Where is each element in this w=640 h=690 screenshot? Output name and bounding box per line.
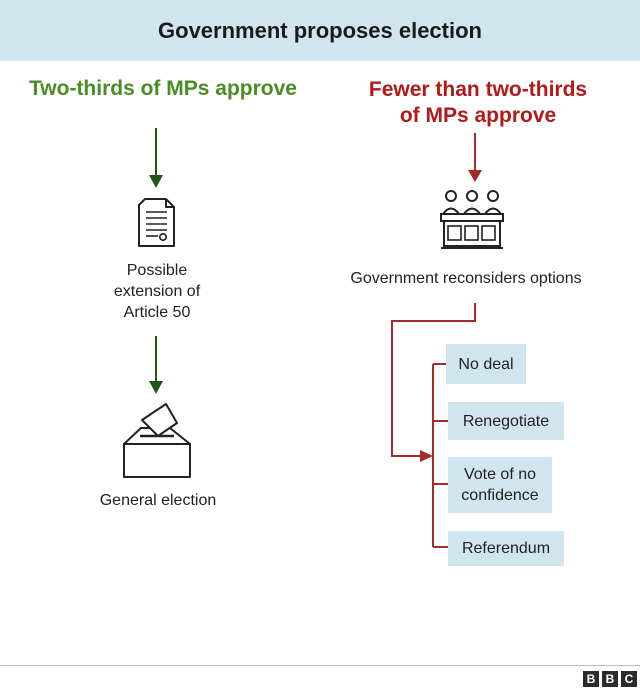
diagram-title-text: Government proposes election (158, 17, 482, 43)
option-renegotiate: Renegotiate (448, 402, 564, 440)
extension-caption-line: extension of (113, 283, 201, 300)
ballot-box-icon (123, 403, 191, 478)
right-branch-title-line: of MPs approve (399, 104, 557, 127)
arrow-to-election (149, 336, 163, 394)
option-label: No deal (458, 355, 514, 373)
option-label: Vote of no (463, 466, 537, 483)
bbc-logo-letter: B (602, 671, 618, 687)
arrow-to-extension (149, 128, 163, 188)
arrow-to-reconsider (468, 133, 482, 182)
bbc-logo-letter: B (583, 671, 599, 687)
election-caption: General election (99, 492, 217, 509)
parliament-icon (440, 190, 504, 249)
right-branch-title: Fewer than two-thirds of MPs approve (330, 77, 626, 129)
option-label: Referendum (461, 540, 551, 557)
reconsider-caption: Government reconsiders options (350, 270, 582, 287)
option-referendum: Referendum (448, 531, 564, 566)
bbc-logo: B B C (583, 671, 637, 687)
document-icon (138, 198, 175, 247)
option-label: Renegotiate (462, 412, 550, 430)
extension-caption-line: Possible (126, 262, 188, 279)
option-no-deal: No deal (446, 344, 526, 384)
bbc-logo-letter: C (621, 671, 637, 687)
options-arrowhead (420, 450, 433, 462)
diagram-title: Government proposes election (0, 0, 640, 61)
option-label: confidence (461, 487, 539, 504)
options-connector (391, 303, 476, 548)
right-branch-title-line: Fewer than two-thirds (368, 78, 588, 101)
extension-caption-line: Article 50 (123, 304, 191, 321)
footer-divider (0, 665, 640, 666)
option-vote-of-no-confidence: Vote of no confidence (448, 457, 552, 513)
left-branch-title: Two-thirds of MPs approve (29, 77, 297, 100)
extension-caption: Possible extension of Article 50 (82, 260, 232, 323)
